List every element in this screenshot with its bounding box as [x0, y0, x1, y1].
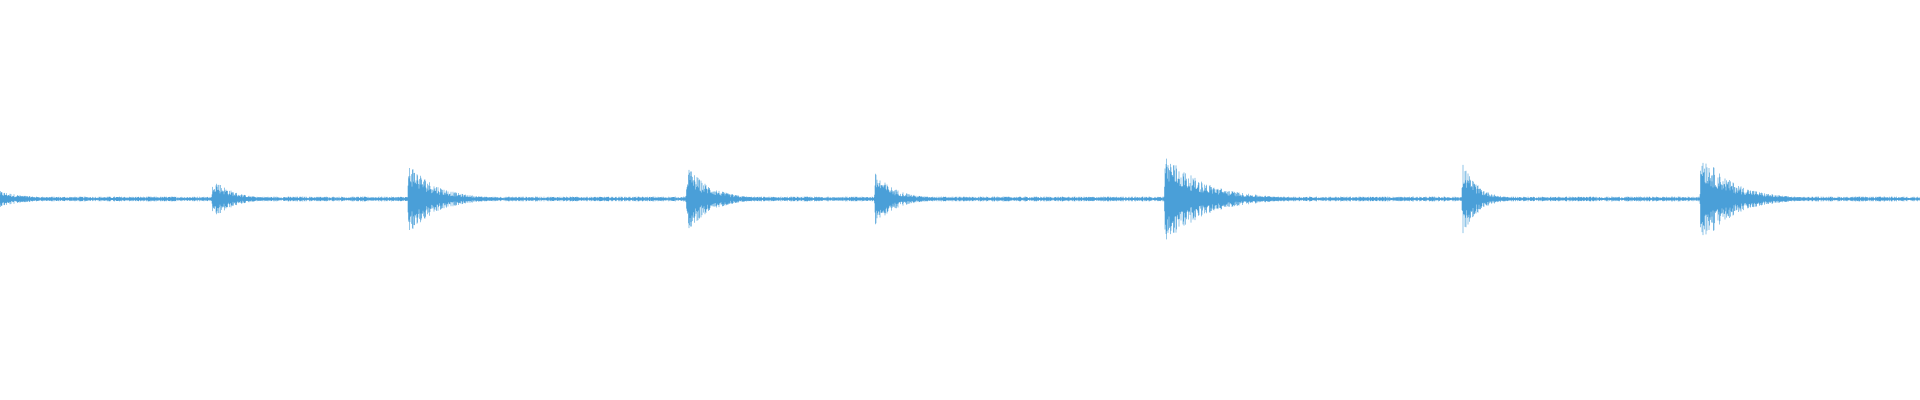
waveform-signal [0, 158, 1920, 240]
